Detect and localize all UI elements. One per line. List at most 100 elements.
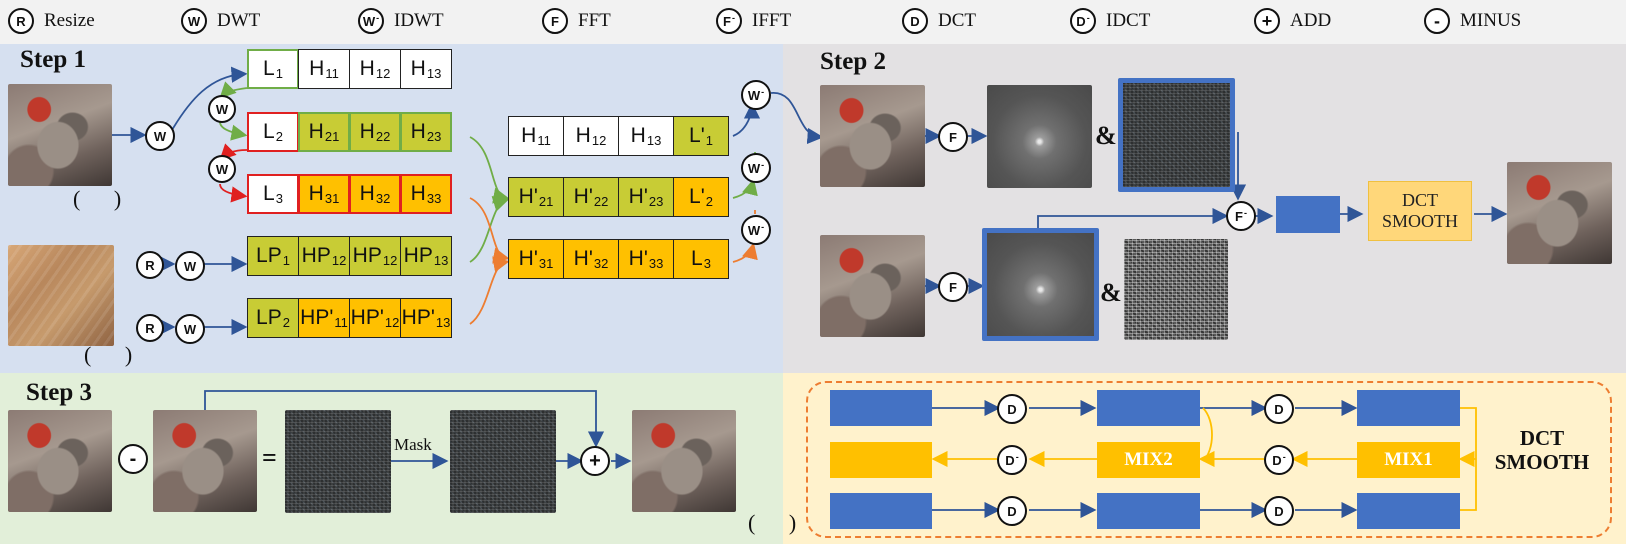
step3-input-image (8, 410, 112, 512)
legend-fft: F FFT (542, 8, 611, 34)
step3-reference-image (153, 410, 257, 512)
amplitude-spectrum-image (987, 85, 1092, 188)
idwt-op-icon: W- (358, 8, 384, 34)
legend-resize: R Resize (8, 8, 95, 34)
dwt-op-icon: W (208, 95, 236, 123)
phase-spectrum-image-2 (1124, 239, 1228, 340)
legend-dct-label: DCT (938, 10, 976, 31)
original-bird-image (820, 235, 925, 337)
blue-block (830, 390, 932, 426)
legend-minus-label: MINUS (1460, 10, 1522, 31)
dwt-op-icon: W (208, 155, 236, 183)
dct-smooth-title: DCT SMOOTH (1482, 426, 1602, 474)
idct-op-icon: D- (997, 445, 1027, 475)
phase-spectrum-image (1118, 78, 1235, 192)
legend-fft-label: FFT (578, 10, 611, 31)
ifft-op-icon: F- (716, 8, 742, 34)
idwt-op-icon: W- (741, 153, 771, 183)
legend-ifft: F- IFFT (716, 8, 791, 34)
idct-op-icon: D- (1070, 8, 1096, 34)
blue-block (1097, 493, 1200, 529)
dct-smooth-title-line2: SMOOTH (1494, 450, 1590, 474)
add-op-icon: + (1254, 8, 1280, 34)
dct-op-icon: D (1264, 394, 1294, 424)
mask-label: Mask (394, 435, 432, 454)
blue-block (1357, 493, 1460, 529)
legend-idwt-label: IDWT (394, 10, 444, 31)
legend-idwt: W- IDWT (358, 8, 444, 34)
dwt-op-icon: W (145, 121, 175, 151)
bird-input-image (8, 84, 112, 186)
mixed-cell: H'21 (508, 177, 564, 217)
legend-bar: R Resize W DWT W- IDWT F FFT F- IFFT D D… (0, 0, 1626, 44)
step2-label: Step 2 (820, 48, 886, 75)
subband-cell: HP'13 (400, 298, 452, 338)
mix2-block: MIX2 (1097, 442, 1200, 478)
subband-cell: HP'11 (298, 298, 350, 338)
mixed-cell: H'22 (563, 177, 619, 217)
mixed-cell: H'33 (618, 239, 674, 279)
paren-label-c: ( ) (748, 510, 811, 535)
step1-label: Step 1 (20, 46, 86, 73)
dct-op-icon: D (997, 394, 1027, 424)
step3-label: Step 3 (26, 379, 92, 406)
fft-op-icon: F (938, 272, 968, 302)
paren-label-b: ( ) (84, 342, 147, 367)
legend-minus: - MINUS (1424, 8, 1521, 34)
dct-smooth-line2: SMOOTH (1381, 211, 1458, 231)
legend-ifft-label: IFFT (752, 10, 792, 31)
minus-op-icon: - (1424, 8, 1450, 34)
mixed-cell: H'23 (618, 177, 674, 217)
dct-op-icon: D (1264, 496, 1294, 526)
resize-op-icon: R (136, 314, 164, 342)
idct-op-icon: D- (1264, 445, 1294, 475)
legend-dwt: W DWT (181, 8, 260, 34)
minus-op-icon: - (118, 444, 148, 474)
dct-smooth-title-line1: DCT (1519, 426, 1565, 450)
step2-output-image (1507, 162, 1612, 264)
masked-perturbation-image (450, 410, 556, 513)
paren-label-a: ( ) (73, 186, 136, 211)
dwt-op-icon: W (175, 314, 205, 344)
fft-op-icon: F (542, 8, 568, 34)
dwt-op-icon: W (175, 251, 205, 281)
fft-op-icon: F (938, 122, 968, 152)
mixed-cell: L'1 (673, 116, 729, 156)
dct-smooth-dashed-frame (806, 381, 1612, 538)
legend-dct: D DCT (902, 8, 976, 34)
ampersand-symbol: & (1095, 121, 1117, 150)
idwt-op-icon: W- (741, 80, 771, 110)
perturbation-image (285, 410, 391, 513)
dct-smooth-line1: DCT (1402, 190, 1438, 210)
equals-sign: = (262, 443, 277, 472)
reconstructed-bird-image (820, 85, 925, 187)
mix1-block: MIX1 (1357, 442, 1460, 478)
dct-op-icon: D (902, 8, 928, 34)
legend-resize-label: Resize (44, 10, 95, 31)
dwt-op-icon: W (181, 8, 207, 34)
dct-smooth-box: DCT SMOOTH (1368, 181, 1472, 241)
mixed-row-2: H'21 H'22 H'23 L'2 (508, 177, 729, 217)
amplitude-spectrum-image-2 (982, 228, 1099, 341)
